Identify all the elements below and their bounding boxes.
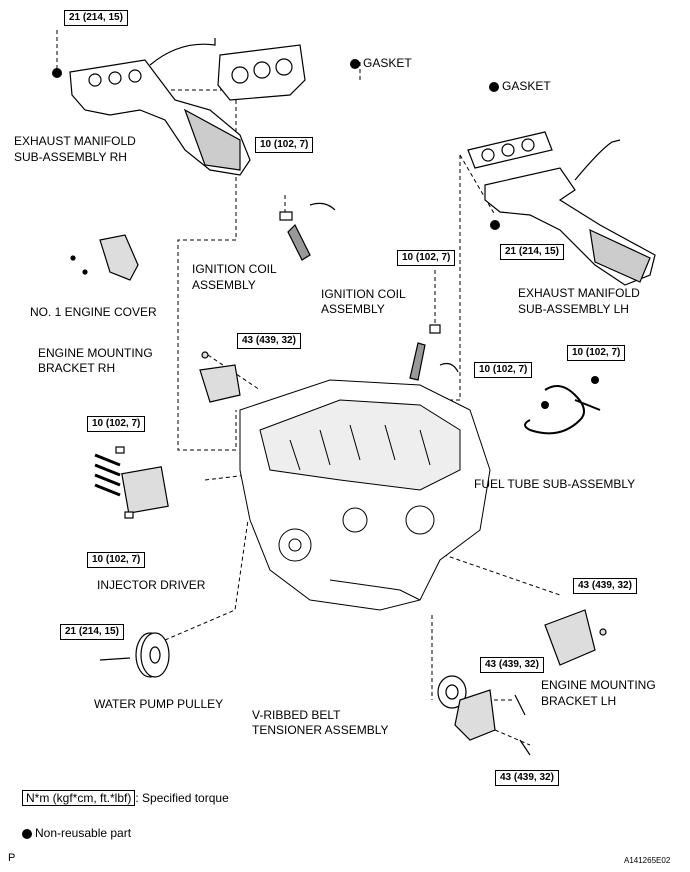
legend-torque-text: : Specified torque bbox=[135, 791, 229, 805]
engine-block bbox=[239, 379, 491, 611]
engine-cover-shape bbox=[70, 234, 139, 281]
footer-left: P bbox=[8, 852, 16, 864]
label-mount-rh-2: BRACKET RH bbox=[38, 361, 116, 375]
torque-spec-6: 10 (102, 7) bbox=[567, 345, 626, 361]
torque-spec-8: 10 (102, 7) bbox=[87, 416, 146, 432]
label-injector-driver: INJECTOR DRIVER bbox=[97, 578, 206, 592]
torque-spec-4: 10 (102, 7) bbox=[397, 250, 456, 266]
label-water-pump: WATER PUMP PULLEY bbox=[94, 697, 224, 711]
label-exhaust-lh-1: EXHAUST MANIFOLD bbox=[518, 286, 640, 300]
label-exhaust-rh-2: SUB-ASSEMBLY RH bbox=[14, 150, 127, 164]
water-pump-pulley-shape bbox=[99, 632, 170, 678]
exhaust-manifold-rh bbox=[69, 38, 251, 176]
nonreusable-marker-1 bbox=[52, 68, 62, 78]
gasket-lh-shape bbox=[467, 131, 553, 169]
label-ign-coil-1b: ASSEMBLY bbox=[192, 278, 256, 292]
label-ign-coil-2a: IGNITION COIL bbox=[321, 287, 406, 301]
footer-code: A141265E02 bbox=[624, 856, 671, 865]
torque-spec-9: 10 (102, 7) bbox=[87, 552, 146, 568]
label-mount-lh-1: ENGINE MOUNTING bbox=[541, 678, 656, 692]
torque-spec-11: 43 (439, 32) bbox=[573, 578, 637, 594]
mount-bracket-lh-shape bbox=[544, 609, 607, 666]
mount-bracket-rh-shape bbox=[199, 351, 241, 403]
label-gasket-lh: GASKET bbox=[489, 79, 551, 94]
label-gasket-rh: GASKET bbox=[350, 56, 412, 71]
label-tensioner-1: V-RIBBED BELT bbox=[252, 708, 341, 722]
nonreusable-dot-icon bbox=[22, 828, 32, 839]
ignition-coil-1 bbox=[279, 202, 336, 261]
label-ign-coil-2b: ASSEMBLY bbox=[321, 302, 385, 316]
injector-driver-shape bbox=[94, 446, 169, 519]
torque-spec-1: 21 (214, 15) bbox=[64, 10, 128, 26]
label-exhaust-rh-1: EXHAUST MANIFOLD bbox=[14, 134, 136, 148]
gasket-rh-shape bbox=[217, 44, 306, 101]
torque-spec-13: 43 (439, 32) bbox=[495, 770, 559, 786]
tensioner-shape bbox=[437, 675, 531, 756]
legend-torque-box: N*m (kgf*cm, ft.*lbf) bbox=[22, 790, 136, 806]
nonreusable-marker-2 bbox=[490, 220, 500, 230]
legend-nonreusable: Non-reusable part bbox=[22, 826, 131, 841]
label-engine-cover: NO. 1 ENGINE COVER bbox=[30, 305, 157, 319]
torque-spec-2: 10 (102, 7) bbox=[255, 137, 314, 153]
fuel-tube-shape bbox=[524, 376, 601, 435]
torque-spec-10: 21 (214, 15) bbox=[60, 624, 124, 640]
label-exhaust-lh-2: SUB-ASSEMBLY LH bbox=[518, 302, 629, 316]
torque-spec-12: 43 (439, 32) bbox=[480, 657, 544, 673]
torque-spec-3: 21 (214, 15) bbox=[500, 244, 564, 260]
ignition-coil-2 bbox=[409, 324, 459, 381]
torque-spec-7: 10 (102, 7) bbox=[474, 362, 533, 378]
torque-spec-5: 43 (439, 32) bbox=[237, 333, 301, 349]
label-mount-lh-2: BRACKET LH bbox=[541, 694, 617, 708]
label-ign-coil-1a: IGNITION COIL bbox=[192, 262, 277, 276]
exhaust-manifold-lh bbox=[484, 139, 656, 286]
legend-torque: N*m (kgf*cm, ft.*lbf): Specified torque bbox=[22, 790, 229, 806]
label-fuel-tube: FUEL TUBE SUB-ASSEMBLY bbox=[474, 477, 636, 491]
label-mount-rh-1: ENGINE MOUNTING bbox=[38, 346, 153, 360]
label-tensioner-2: TENSIONER ASSEMBLY bbox=[252, 723, 389, 737]
